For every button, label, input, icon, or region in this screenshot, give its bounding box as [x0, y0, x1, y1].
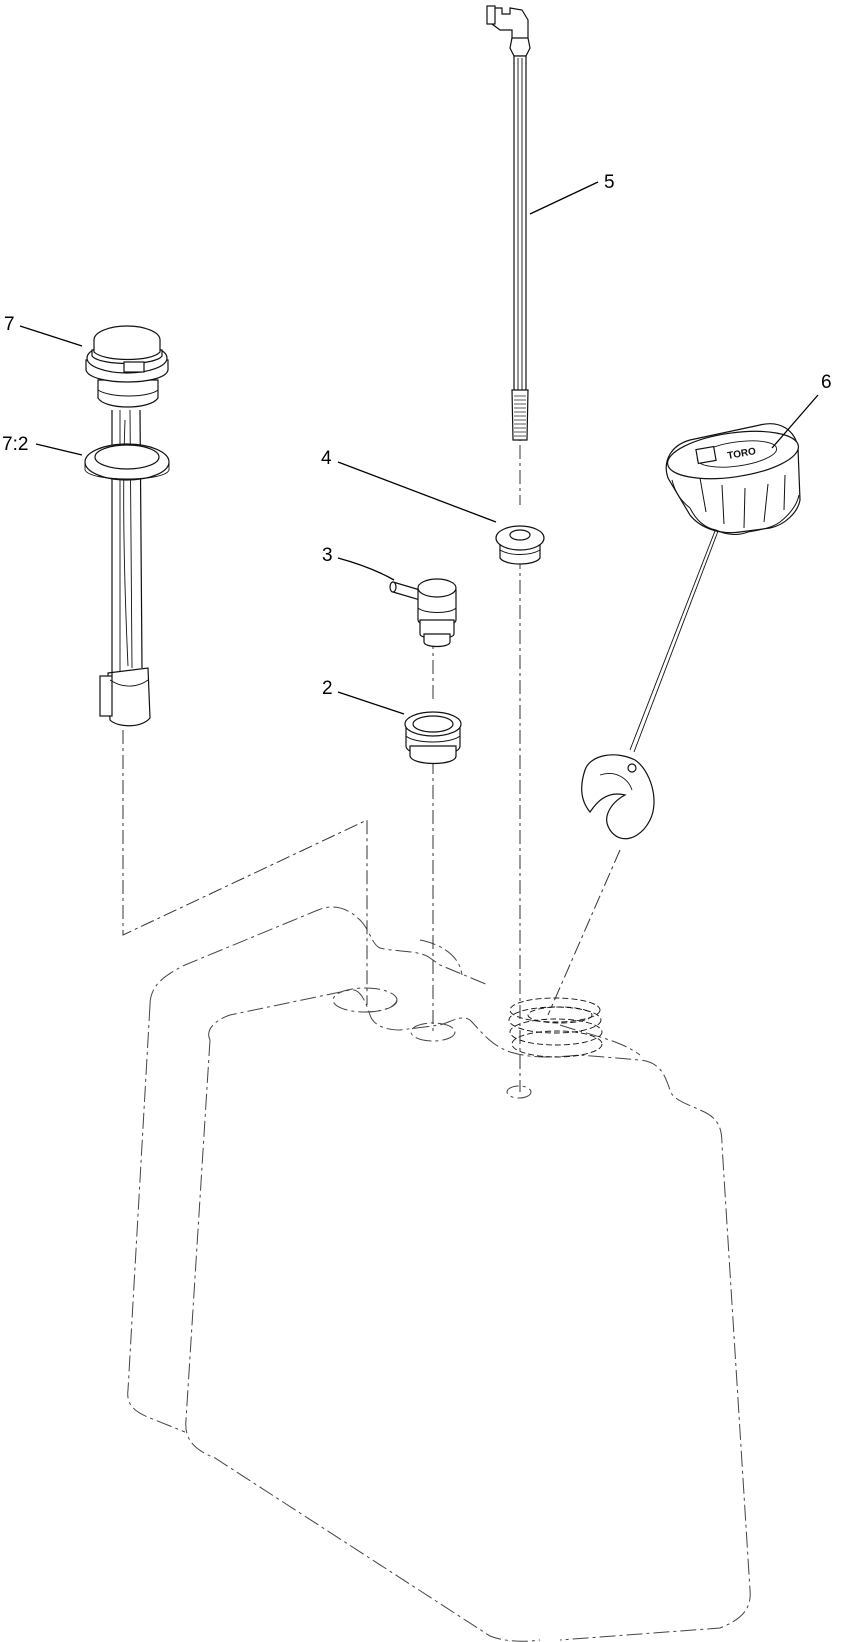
callout-label-3: 3 [322, 545, 333, 566]
fuel-gauge-7 [84, 325, 170, 727]
fuel-cap-6: TORO [581, 423, 801, 840]
callout-label-5: 5 [604, 172, 615, 193]
leader-line-6 [771, 394, 819, 449]
callout-label-7-2: 7:2 [2, 434, 28, 455]
assembly-lines [122, 420, 621, 1092]
gauge-grommet-7-2 [84, 443, 170, 481]
leader-line-7-2 [35, 443, 83, 456]
callout-label-6: 6 [821, 372, 832, 393]
vent-fitting-3 [389, 578, 457, 648]
bushing-2 [404, 711, 462, 765]
leader-line-4 [337, 461, 497, 523]
leader-line-3 [337, 557, 395, 581]
filler-neck [508, 997, 603, 1058]
pickup-tube [486, 5, 531, 441]
fuel-tank [127, 906, 751, 1642]
callouts: 5 7 6 7:2 4 3 2 [2, 172, 832, 715]
grommet-4 [495, 525, 545, 565]
callout-label-7: 7 [4, 314, 15, 335]
leader-line-7 [19, 325, 83, 347]
callout-label-2: 2 [322, 678, 333, 699]
cap-emblem-text: TORO [727, 446, 757, 462]
callout-label-4: 4 [321, 448, 332, 469]
leader-line-5 [529, 181, 599, 215]
leader-line-2 [337, 691, 405, 715]
